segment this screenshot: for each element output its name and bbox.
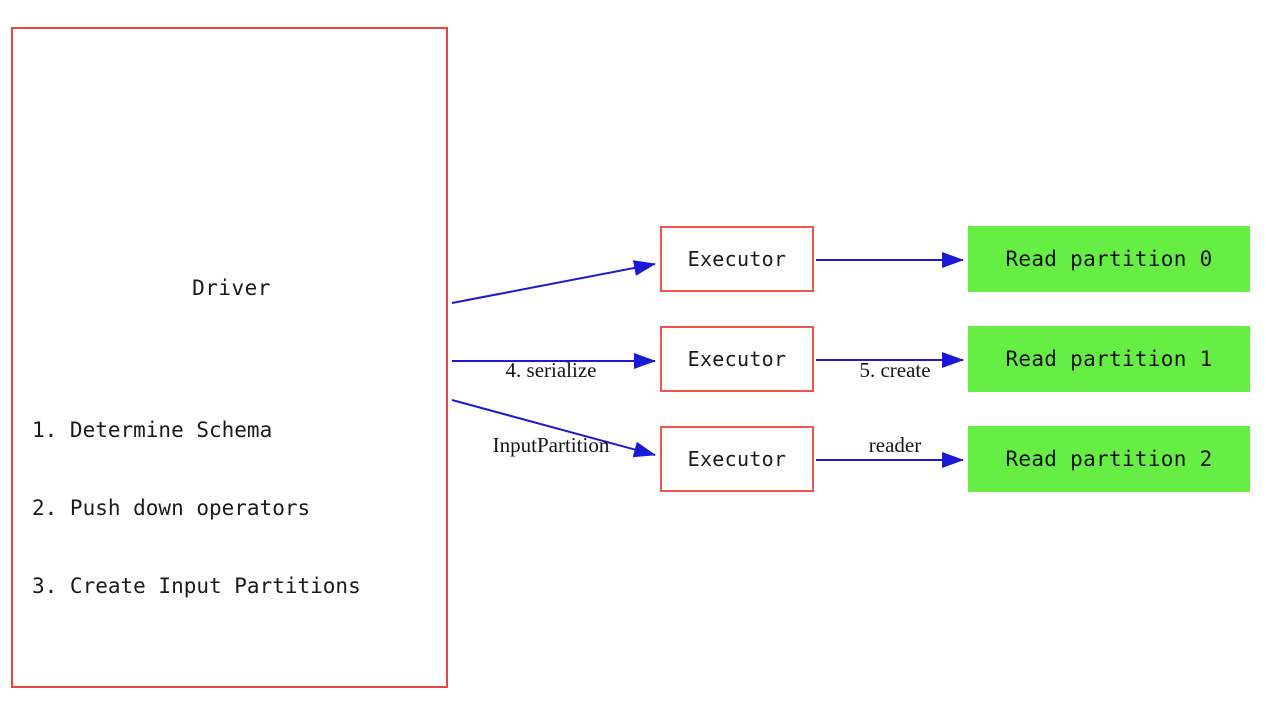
edge-label-serialize-line-2: InputPartition [492, 433, 610, 457]
edge-label-create-reader-line-2: reader [868, 433, 922, 457]
partition-label-0: Read partition 0 [1005, 247, 1213, 271]
partition-box-0: Read partition 0 [968, 226, 1250, 292]
edge-label-create-reader: 5. create reader [830, 308, 960, 508]
edge-label-serialize-input-partition: 4. serialize InputPartition [461, 308, 641, 508]
partition-label-2: Read partition 2 [1005, 447, 1213, 471]
driver-title: Driver [192, 276, 271, 300]
executor-label-1: Executor [687, 247, 787, 271]
partition-box-1: Read partition 1 [968, 326, 1250, 392]
executor-box-1: Executor [660, 226, 814, 292]
executor-box-2: Executor [660, 326, 814, 392]
partition-label-1: Read partition 1 [1005, 347, 1213, 371]
executor-label-2: Executor [687, 347, 787, 371]
executor-box-3: Executor [660, 426, 814, 492]
driver-step-1: 1. Determine Schema [32, 418, 273, 442]
executor-label-3: Executor [687, 447, 787, 471]
driver-box: Driver 1. Determine Schema 2. Push down … [11, 27, 448, 688]
edge-label-serialize-line-1: 4. serialize [505, 358, 597, 382]
arrow-driver-to-executor-1 [451, 260, 656, 304]
edge-label-create-reader-line-1: 5. create [859, 358, 931, 382]
partition-box-2: Read partition 2 [968, 426, 1250, 492]
driver-step-2: 2. Push down operators [32, 496, 311, 520]
driver-step-list: 1. Determine Schema 2. Push down operato… [32, 365, 361, 651]
driver-step-3: 3. Create Input Partitions [32, 574, 361, 598]
